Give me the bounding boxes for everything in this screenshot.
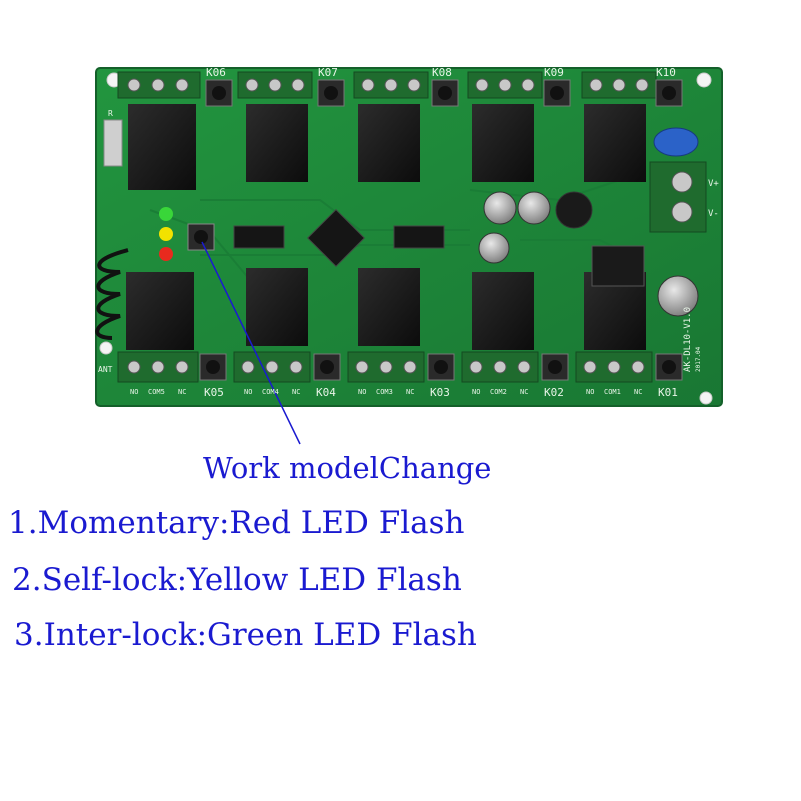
btn-label-k01: K01 xyxy=(658,386,678,399)
work-mode-caption: Work modelChange xyxy=(203,451,492,485)
term-3-nc: NC xyxy=(406,388,414,396)
green-led xyxy=(159,207,173,221)
yellow-led xyxy=(159,227,173,241)
term-3-no: NO xyxy=(358,388,366,396)
model-label: AK-DL10-V1.0 xyxy=(683,307,693,372)
antenna-label: ANT xyxy=(98,365,113,374)
crystal xyxy=(103,119,123,167)
btn-label-k06: K06 xyxy=(206,66,226,79)
term-4-no: NO xyxy=(244,388,252,396)
term-2-nc: NC xyxy=(520,388,528,396)
term-5-nc: NC xyxy=(178,388,186,396)
term-2-no: NO xyxy=(472,388,480,396)
term-2-com: COM2 xyxy=(490,388,507,396)
top-push-buttons xyxy=(205,79,683,107)
date-label: 2017.04 xyxy=(695,346,702,372)
term-1-no: NO xyxy=(586,388,594,396)
blue-capacitor xyxy=(653,127,699,157)
btn-label-k02: K02 xyxy=(544,386,564,399)
btn-label-k05: K05 xyxy=(204,386,224,399)
top-terminal-screws xyxy=(127,78,649,92)
btn-label-k10: K10 xyxy=(656,66,676,79)
btn-label-k08: K08 xyxy=(432,66,452,79)
top-relays xyxy=(128,104,646,190)
pointer-line xyxy=(201,241,301,445)
btn-label-k07: K07 xyxy=(318,66,338,79)
term-3-com: COM3 xyxy=(376,388,393,396)
mode-2-self-lock: 2.Self-lock:Yellow LED Flash xyxy=(12,562,462,598)
power-label-minus: V- xyxy=(708,209,719,219)
bottom-relays xyxy=(126,268,646,350)
term-4-nc: NC xyxy=(292,388,300,396)
bottom-push-buttons xyxy=(199,353,683,381)
btn-label-k04: K04 xyxy=(316,386,336,399)
red-led xyxy=(159,247,173,261)
mode-1-momentary: 1.Momentary:Red LED Flash xyxy=(8,505,465,541)
electrolytic-capacitors xyxy=(478,191,699,317)
mode-3-inter-lock: 3.Inter-lock:Green LED Flash xyxy=(14,617,477,653)
power-label-plus: V+ xyxy=(708,179,719,189)
term-1-nc: NC xyxy=(634,388,642,396)
crystal-label: R xyxy=(108,109,113,118)
btn-label-k03: K03 xyxy=(430,386,450,399)
integrated-circuits xyxy=(233,209,445,267)
voltage-regulator xyxy=(591,245,645,287)
term-5-no: NO xyxy=(130,388,138,396)
btn-label-k09: K09 xyxy=(544,66,564,79)
mode-button xyxy=(187,223,215,251)
term-5-com: COM5 xyxy=(148,388,165,396)
status-leds xyxy=(159,207,173,261)
antenna-coil xyxy=(95,248,129,340)
term-4-com: COM4 xyxy=(262,388,279,396)
bottom-terminal-screws xyxy=(127,360,645,374)
power-terminal xyxy=(649,161,707,233)
term-1-com: COM1 xyxy=(604,388,621,396)
